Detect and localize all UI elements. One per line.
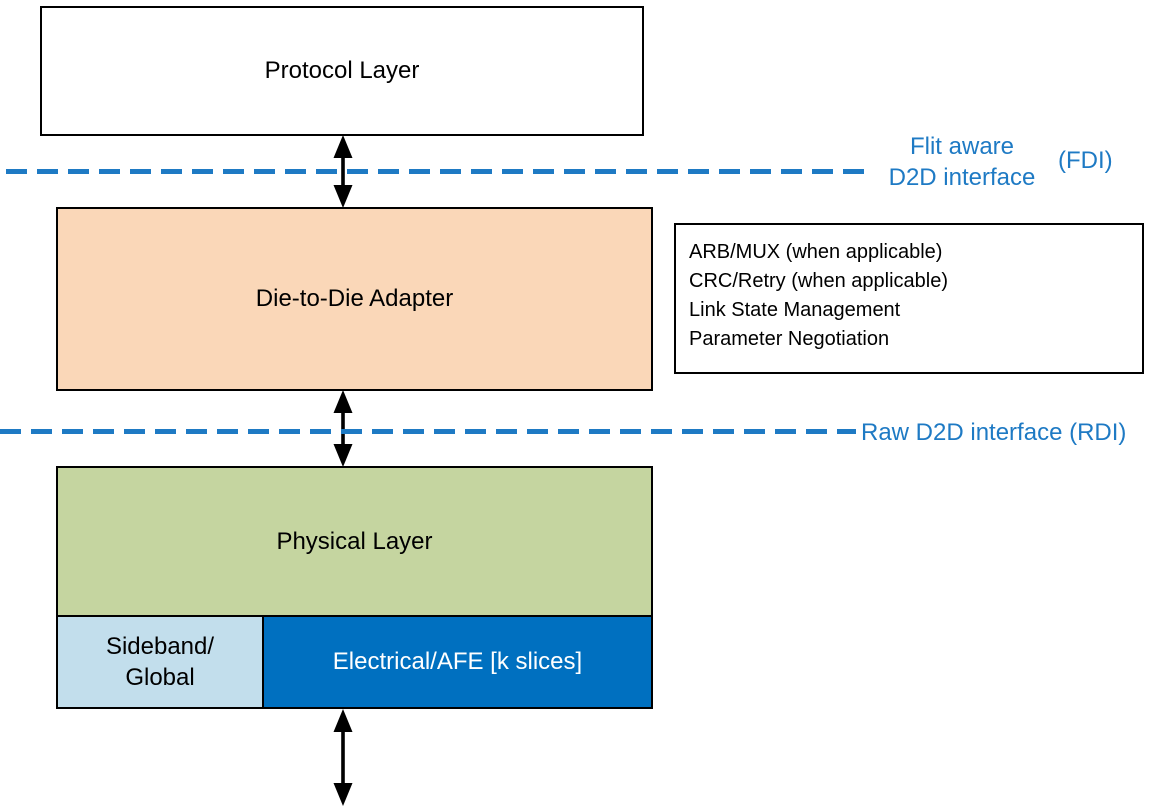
adapter-function-arb-mux: ARB/MUX (when applicable)	[689, 241, 943, 263]
fdi-label-line2: D2D interface	[888, 164, 1036, 191]
sideband-label-line2: Global	[125, 664, 195, 691]
die-to-die-adapter-box: Die-to-Die Adapter	[56, 207, 653, 391]
physical-layer-label: Physical Layer	[276, 527, 433, 555]
adapter-function-link-state: Link State Management	[689, 299, 901, 321]
electrical-afe-box: Electrical/AFE [k slices]	[262, 615, 653, 709]
double-arrow-icon	[333, 390, 353, 467]
double-arrow-icon	[333, 709, 353, 806]
fdi-interface-label: Flit aware D2D interface	[864, 131, 1060, 193]
adapter-function-crc-retry: CRC/Retry (when applicable)	[689, 270, 948, 292]
rdi-interface-label: Raw D2D interface (RDI)	[861, 419, 1127, 446]
protocol-layer-label: Protocol Layer	[264, 57, 420, 84]
fdi-label-line1: Flit aware	[909, 133, 1015, 160]
fdi-acronym-label: (FDI)	[1058, 147, 1113, 174]
double-arrow-icon	[333, 135, 353, 208]
rdi-dashed-line	[0, 429, 856, 434]
adapter-function-param-negotiation: Parameter Negotiation	[689, 328, 890, 350]
protocol-layer-box: Protocol Layer	[40, 6, 644, 136]
adapter-functions-box: ARB/MUX (when applicable) CRC/Retry (whe…	[674, 223, 1144, 374]
fdi-dashed-line	[6, 169, 868, 174]
sideband-global-box: Sideband/ Global	[56, 615, 264, 709]
sideband-label-line1: Sideband/	[105, 633, 215, 660]
physical-layer-box: Physical Layer	[56, 466, 653, 617]
electrical-afe-label: Electrical/AFE [k slices]	[332, 648, 583, 675]
die-to-die-adapter-label: Die-to-Die Adapter	[255, 285, 454, 312]
